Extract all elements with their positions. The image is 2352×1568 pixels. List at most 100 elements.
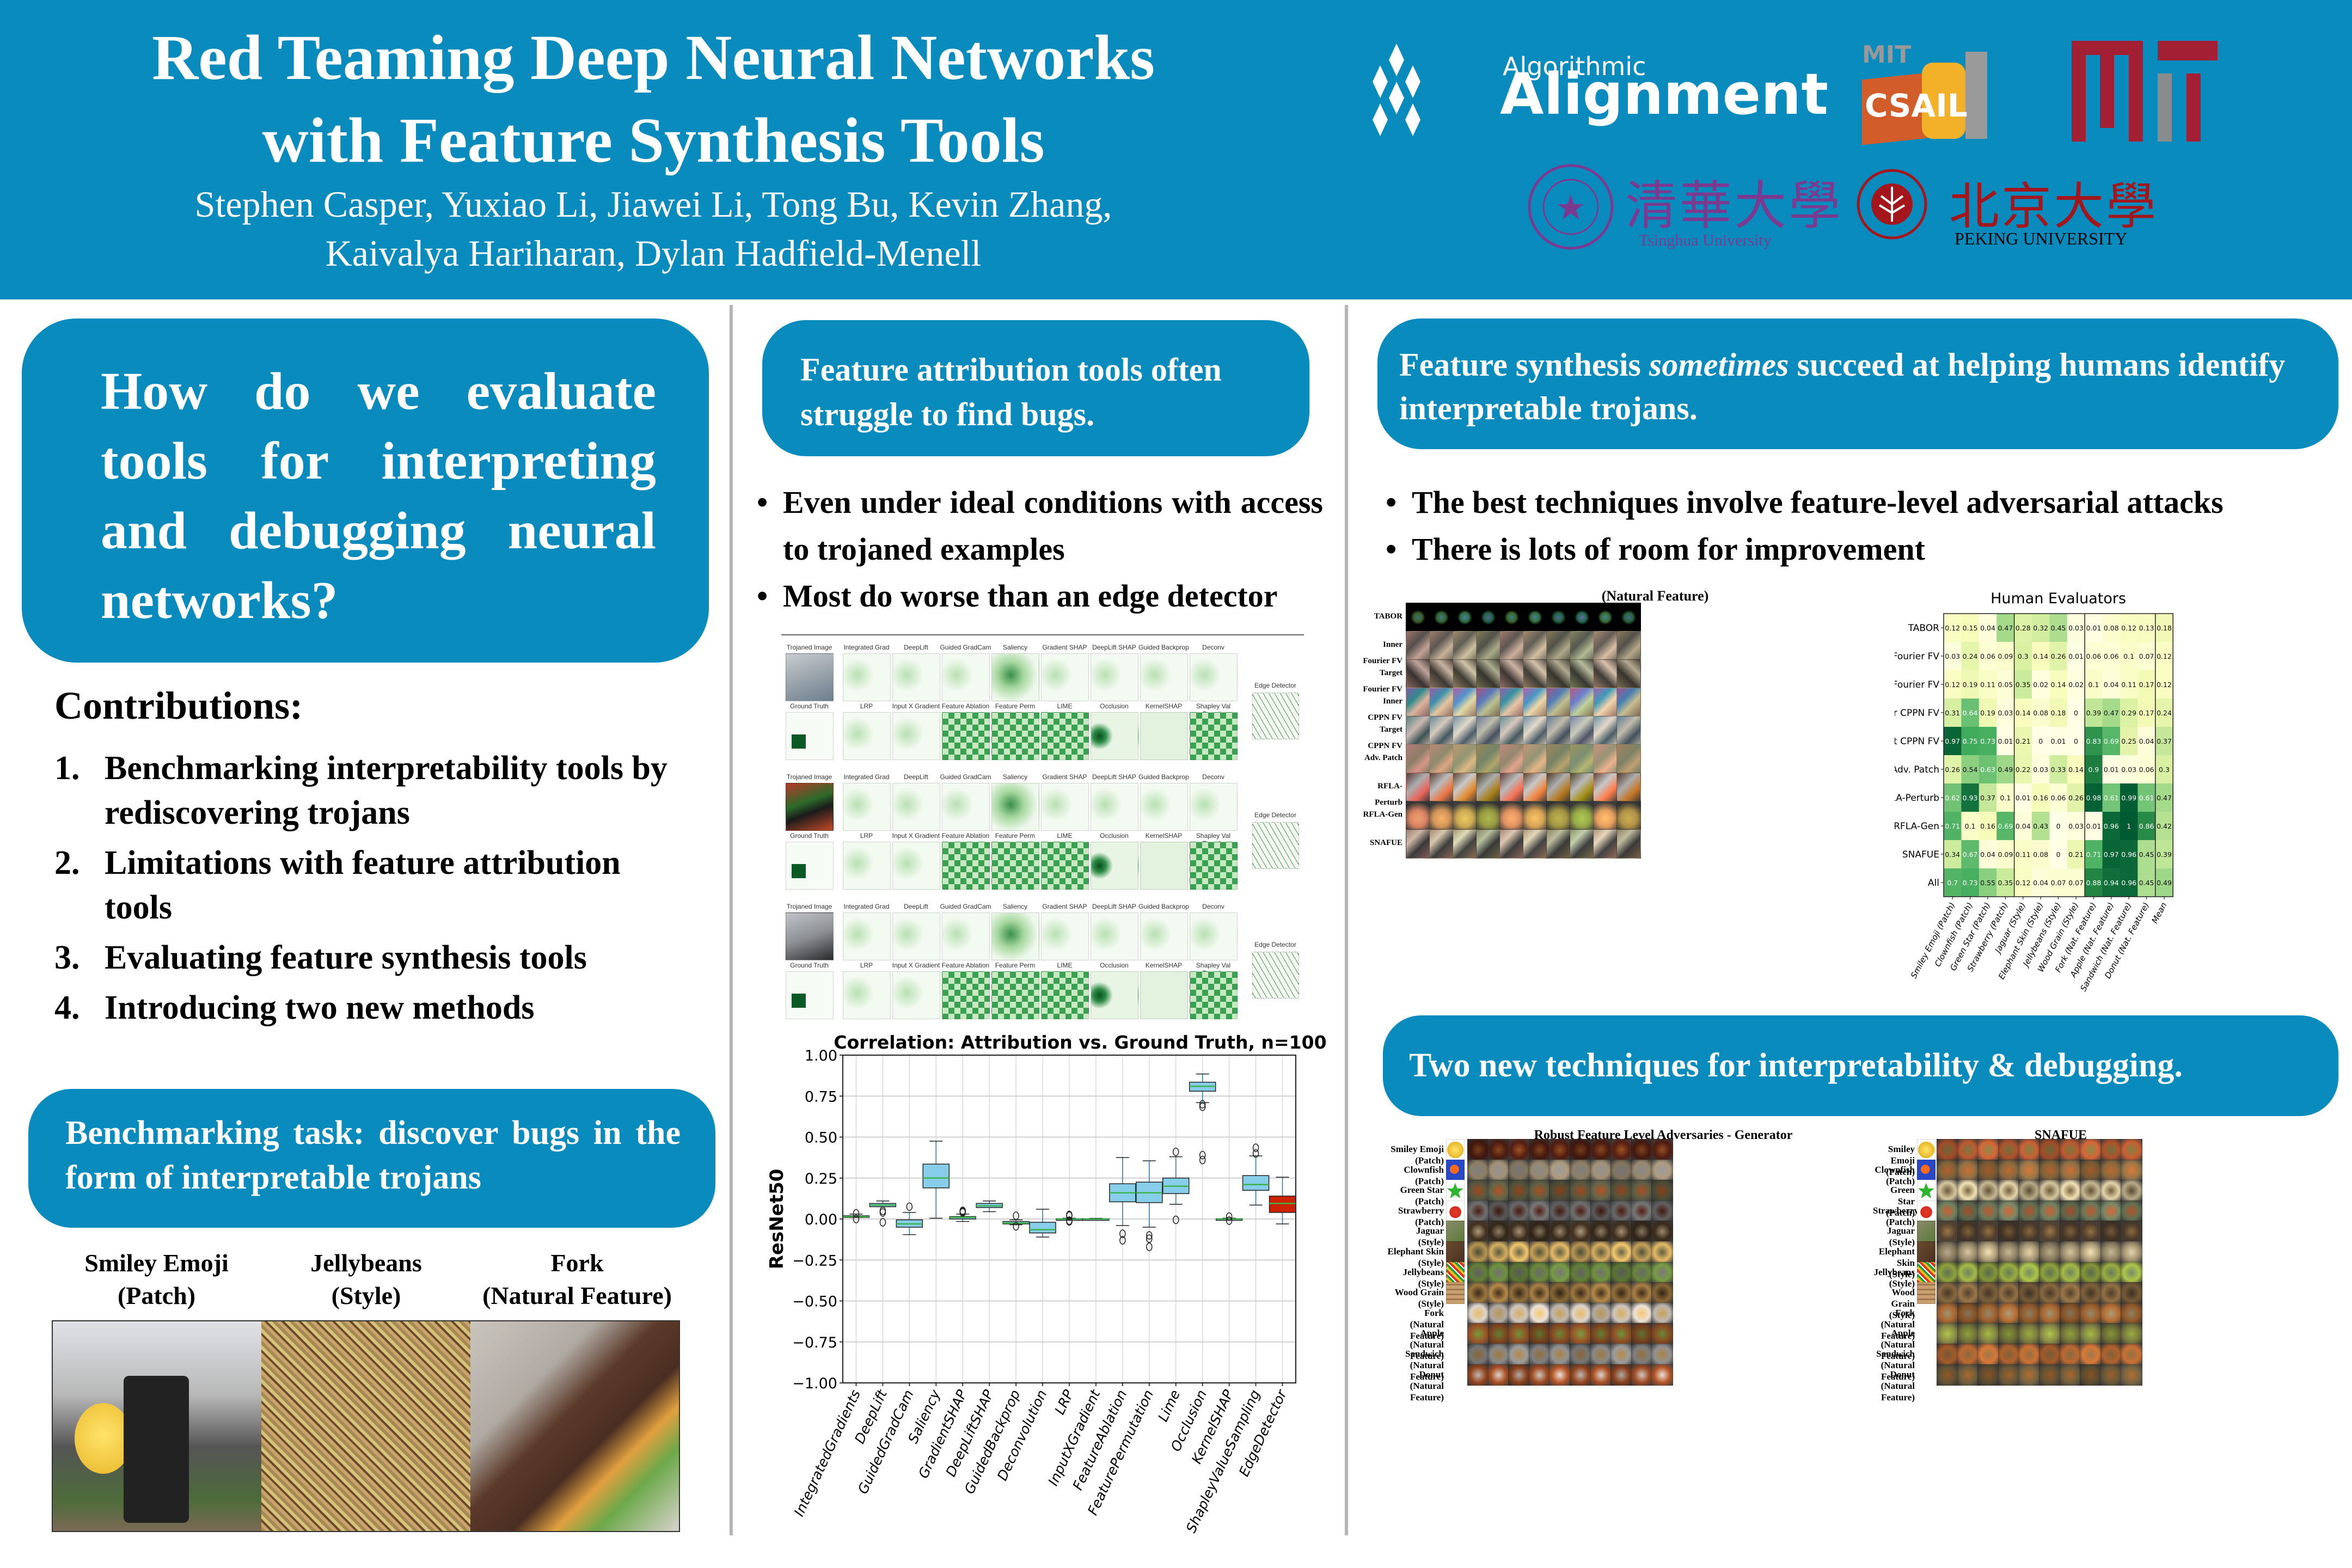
trojan-type: (Patch) (1886, 1216, 1915, 1227)
rfla-row-label: Smiley Emoji(Patch) (1383, 1143, 1444, 1166)
snafue-image-cell (2059, 1159, 2081, 1181)
snafue-image-cell (1977, 1364, 1999, 1386)
edge-detector-label: Edge Detector (1254, 941, 1296, 948)
trojan-name: Jellybeans (1402, 1266, 1444, 1277)
heatmap-cell (1979, 727, 1997, 756)
heatmap-cell-value: 0.35 (1998, 879, 2013, 887)
heatmap-cell-value: 0.99 (2121, 794, 2136, 802)
heatmap-cell-value: 0.01 (2016, 794, 2031, 802)
snafue-image-cell (1998, 1364, 2020, 1386)
heatmap-cell (1944, 783, 1962, 812)
fv-image-cell (1616, 829, 1641, 859)
snafue-image-cell (2059, 1139, 2081, 1161)
snafue-image-cell (1937, 1323, 1958, 1345)
attribution-method-label: Gradient SHAP (1042, 644, 1087, 651)
heatmap-cell (1961, 812, 1980, 841)
fv-image-cell (1593, 773, 1618, 803)
snafue-image-cell (2100, 1200, 2122, 1222)
fv-image-cell (1593, 744, 1618, 774)
snafue-image-cell (1937, 1159, 1958, 1181)
heatmap-cell-value: 0.43 (2033, 822, 2048, 830)
heatmap-cell (2102, 812, 2121, 841)
heatmap-cell (2085, 614, 2103, 642)
heatmap-cell-value: 0.17 (2139, 681, 2154, 689)
heatmap-cell-value: 0.34 (1945, 850, 1960, 859)
rfla-image-cell (1651, 1282, 1673, 1304)
tsinghua-chinese-name: 清華大學 (1625, 175, 1843, 236)
snafue-image-cell (1977, 1302, 1999, 1325)
heatmap-cell (2067, 614, 2085, 642)
snafue-image-cell (2039, 1302, 2061, 1325)
attribution-map (991, 912, 1039, 960)
rfla-image-cell (1487, 1139, 1510, 1161)
attribution-map (991, 842, 1039, 890)
fv-image-cell (1453, 744, 1477, 774)
snafue-row-label: Clownfish(Patch) (1873, 1164, 1915, 1187)
fv-image-cell (1453, 716, 1477, 746)
heatmap-cell (1944, 699, 1962, 727)
heatmap-cell (1996, 783, 2015, 812)
attribution-map (1091, 912, 1138, 960)
heatmap-cell (2137, 614, 2156, 642)
fv-image-cell (1570, 829, 1594, 859)
boxplot-ytick-label: 1.00 (805, 1048, 837, 1064)
attribution-method-label: Gradient SHAP (1042, 773, 1087, 781)
fv-image-cell (1523, 829, 1547, 859)
wood-grain-texture-icon (1446, 1282, 1465, 1304)
boxplot-outlier (879, 1208, 886, 1217)
ground-truth-map (786, 712, 834, 760)
fv-image-cell (1593, 716, 1618, 746)
rfla-image-cell (1467, 1364, 1489, 1386)
heatmap-cell (2014, 699, 2032, 727)
heatmap-cell (1961, 840, 1980, 869)
rfla-image-cell (1590, 1302, 1612, 1325)
fv-image-cell (1429, 603, 1454, 633)
heatmap-cell-value: 0.07 (2068, 879, 2084, 887)
contribution-number: 2. (54, 844, 80, 881)
rfla-image-cell (1508, 1302, 1530, 1325)
heatmap-cell-value: 0.3 (2159, 765, 2170, 774)
column-divider-right (1345, 305, 1348, 1535)
boxplot-ytick-label: 0.50 (805, 1130, 837, 1147)
attribution-method-label: Trojaned Image (786, 644, 832, 651)
synthesis-bullets: The best techniques involve feature-leve… (1386, 479, 2344, 573)
green-star-icon (1446, 1180, 1465, 1202)
rfla-image-cell (1487, 1180, 1510, 1202)
trojan-name: Wood Grain (1891, 1287, 1915, 1309)
rfla-image-cell (1508, 1261, 1530, 1284)
heatmap-cell (2120, 783, 2138, 812)
attribution-map (1140, 971, 1188, 1019)
heatmap-cell-value: 0.09 (1998, 850, 2013, 859)
attribution-method-label: KernelSHAP (1145, 702, 1183, 710)
heatmap-cell-value: 0.61 (2139, 794, 2154, 802)
heatmap-cell (2102, 699, 2121, 727)
heatmap-cell (1996, 868, 2015, 897)
rfla-image-cell (1528, 1180, 1551, 1202)
fork-natural-image (470, 1321, 679, 1531)
heatmap-cell-value: 0.1 (2000, 794, 2011, 802)
heatmap-cell-value: 0.07 (2051, 879, 2066, 887)
bullet-item: There is lots of room for improvement (1386, 526, 2344, 573)
fv-image-cell (1593, 829, 1618, 859)
heatmap-cell (1961, 642, 1980, 671)
attribution-method-label: Trojaned Image (786, 903, 832, 910)
snafue-image-cell (1937, 1364, 1958, 1386)
rfla-image-cell (1631, 1302, 1653, 1325)
fv-image-cell (1546, 716, 1571, 746)
question-text: How do we evaluate tools for interpretin… (101, 362, 656, 630)
boxplot-outlier (1226, 1216, 1233, 1225)
rfla-image-cell (1570, 1159, 1591, 1181)
heatmap-cell (2032, 868, 2050, 897)
heatmap-cell (2120, 727, 2138, 756)
heatmap-cell-value: 0.47 (1998, 624, 2013, 632)
heatmap-cell-value: 0.08 (2104, 624, 2119, 632)
title-line-2: with Feature Synthesis Tools (262, 105, 1045, 176)
fv-image-cell (1546, 829, 1571, 859)
fv-image-cell (1523, 688, 1547, 718)
heatmap-cell (2085, 868, 2103, 897)
heatmap-cell (1996, 812, 2015, 841)
snafue-image-cell (2100, 1241, 2122, 1263)
heatmap-cell-value: 0.18 (2051, 709, 2066, 717)
snafue-image-cell (1957, 1159, 1979, 1181)
heatmap-cell (2067, 670, 2085, 699)
